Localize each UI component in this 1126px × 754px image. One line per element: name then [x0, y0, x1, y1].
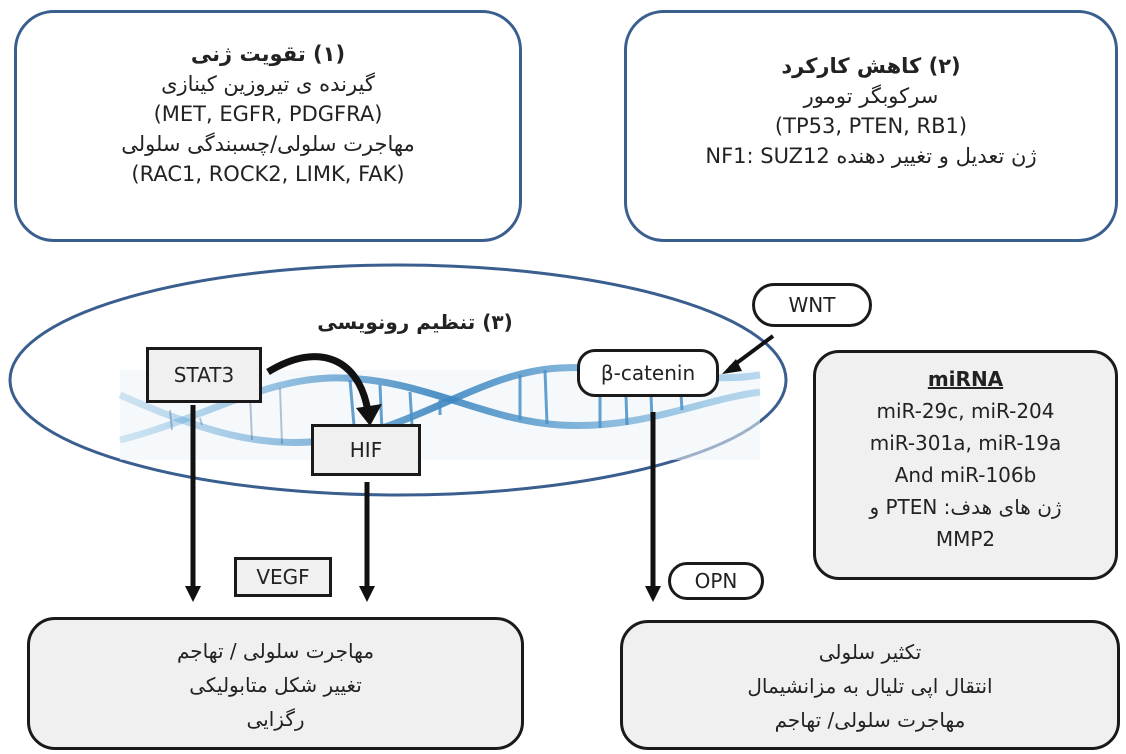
gene-amplification-box: (۱) تقویت ژنی گیرنده ی تیروزین کینازی (M…	[14, 10, 522, 242]
box1-line4: (RAC1, ROCK2, LIMK, FAK)	[131, 162, 405, 186]
transcription-ellipse	[8, 263, 788, 497]
hif-down-arrow	[359, 482, 375, 602]
right-outcome-line1: تکثیر سلولی	[818, 640, 922, 664]
mirna-heading: miRNA	[927, 367, 1004, 391]
mirna-line5: MMP2	[935, 527, 996, 551]
left-outcome-line3: رگزایی	[246, 707, 305, 731]
mirna-line3: And miR-106b	[894, 463, 1037, 487]
mirna-line2: miR-301a, miR-19a	[869, 431, 1062, 455]
loss-of-function-box: (۲) کاهش کارکرد سرکوبگر تومور (TP53, PTE…	[624, 10, 1118, 242]
box1-line2: (MET, EGFR, PDGFRA)	[153, 102, 383, 126]
transcription-title: (۳) تنظیم رونویسی	[317, 310, 513, 334]
left-outcome-line2: تغییر شکل متابولیکی	[189, 673, 362, 697]
opn-label: OPN	[668, 562, 764, 600]
left-outcome-box: مهاجرت سلولی / تهاجم تغییر شکل متابولیکی…	[27, 617, 524, 750]
box2-line3: ژن تعدیل و تغییر دهنده NF1: SUZ12	[705, 144, 1037, 168]
vegf-label: VEGF	[234, 557, 332, 597]
right-outcome-box: تکثیر سلولی انتقال اپی تلیال به مزانشیما…	[620, 620, 1120, 750]
box2-line2: (TP53, PTEN, RB1)	[774, 114, 968, 138]
stat3-to-hif-arrow	[266, 353, 372, 413]
hif-label: HIF	[311, 424, 421, 476]
box1-title: (۱) تقویت ژنی	[190, 42, 346, 66]
box2-title: (۲) کاهش کارکرد	[781, 54, 961, 78]
right-outcome-line3: مهاجرت سلولی/ تهاجم	[774, 708, 966, 732]
mirna-box: miRNA miR-29c, miR-204 miR-301a, miR-19a…	[813, 350, 1118, 580]
left-outcome-line1: مهاجرت سلولی / تهاجم	[176, 639, 375, 663]
box1-line3: مهاجرت سلولی/چسبندگی سلولی	[121, 132, 415, 156]
mirna-line4: ژن های هدف: PTEN و	[869, 495, 1062, 519]
right-outcome-line2: انتقال اپی تلیال به مزانشیمال	[747, 674, 993, 698]
box2-line1: سرکوبگر تومور	[803, 84, 939, 108]
stat3-label: STAT3	[146, 347, 262, 403]
mirna-line1: miR-29c, miR-204	[876, 399, 1055, 423]
wnt-label: WNT	[752, 283, 872, 327]
stat3-down-arrow	[185, 405, 201, 602]
betacatenin-down-arrow	[645, 412, 661, 602]
box1-line1: گیرنده ی تیروزین کینازی	[161, 72, 375, 96]
beta-catenin-label: β-catenin	[577, 349, 719, 397]
